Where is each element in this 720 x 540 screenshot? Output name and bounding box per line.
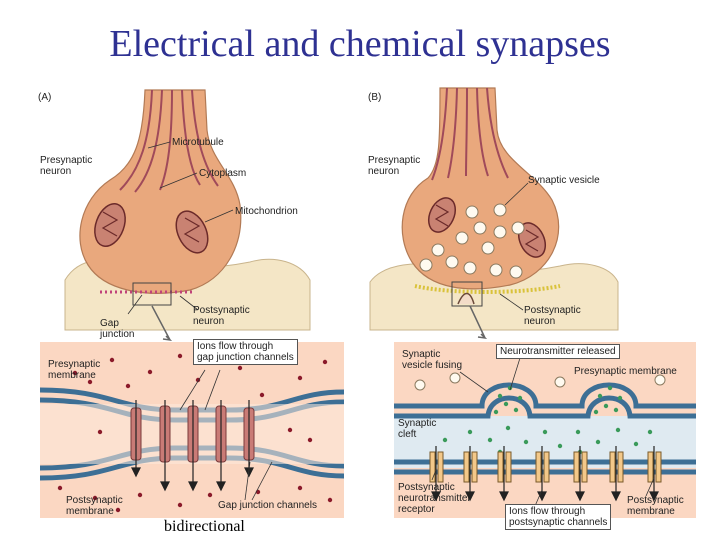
label-b-synaptic-cleft: Synaptic cleft [398, 418, 437, 440]
label-a-presynaptic-membrane: Presynaptic membrane [48, 359, 101, 381]
label-b-ions-flow: Ions flow through postsynaptic channels [505, 504, 612, 530]
panel-b-neuron-illustration [369, 87, 619, 340]
label-a-gap-junction-channels: Gap junction channels [218, 500, 317, 511]
panel-b-tag: (B) [368, 92, 382, 103]
label-b-synaptic-vesicle: Synaptic vesicle [528, 175, 600, 186]
label-b-nt-released: Neurotransmitter released [496, 344, 620, 359]
label-b-postsynaptic-neuron: Postsynaptic neuron [524, 305, 581, 327]
label-b-presynaptic-neuron: Presynaptic neuron [368, 155, 421, 177]
panel-b-inset [394, 342, 696, 518]
label-a-presynaptic-neuron: Presynaptic neuron [40, 155, 93, 177]
label-a-gap-junction: Gap junction [100, 318, 135, 340]
caption-bidirectional: bidirectional [164, 518, 245, 535]
label-a-mitochondrion: Mitochondrion [235, 206, 298, 217]
label-a-postsynaptic-membrane: Postsynaptic membrane [66, 495, 123, 517]
label-b-vesicle-fusing: Synaptic vesicle fusing [402, 349, 463, 371]
page-title: Electrical and chemical synapses [109, 23, 611, 65]
label-b-postsynaptic-receptor: Postsynaptic neurotransmitter receptor [398, 482, 471, 515]
label-a-ions-flow: Ions flow through gap junction channels [193, 339, 298, 365]
label-a-cytoplasm: Cytoplasm [199, 168, 247, 179]
label-a-microtubule: Microtubule [172, 137, 224, 148]
panel-a-neuron-illustration [64, 89, 311, 342]
panel-a-tag: (A) [38, 92, 52, 103]
label-b-presynaptic-membrane: Presynaptic membrane [574, 366, 677, 377]
panel-a-inset [39, 342, 345, 518]
label-a-postsynaptic-neuron: Postsynaptic neuron [193, 305, 250, 327]
label-b-postsynaptic-membrane: Postsynaptic membrane [627, 495, 684, 517]
